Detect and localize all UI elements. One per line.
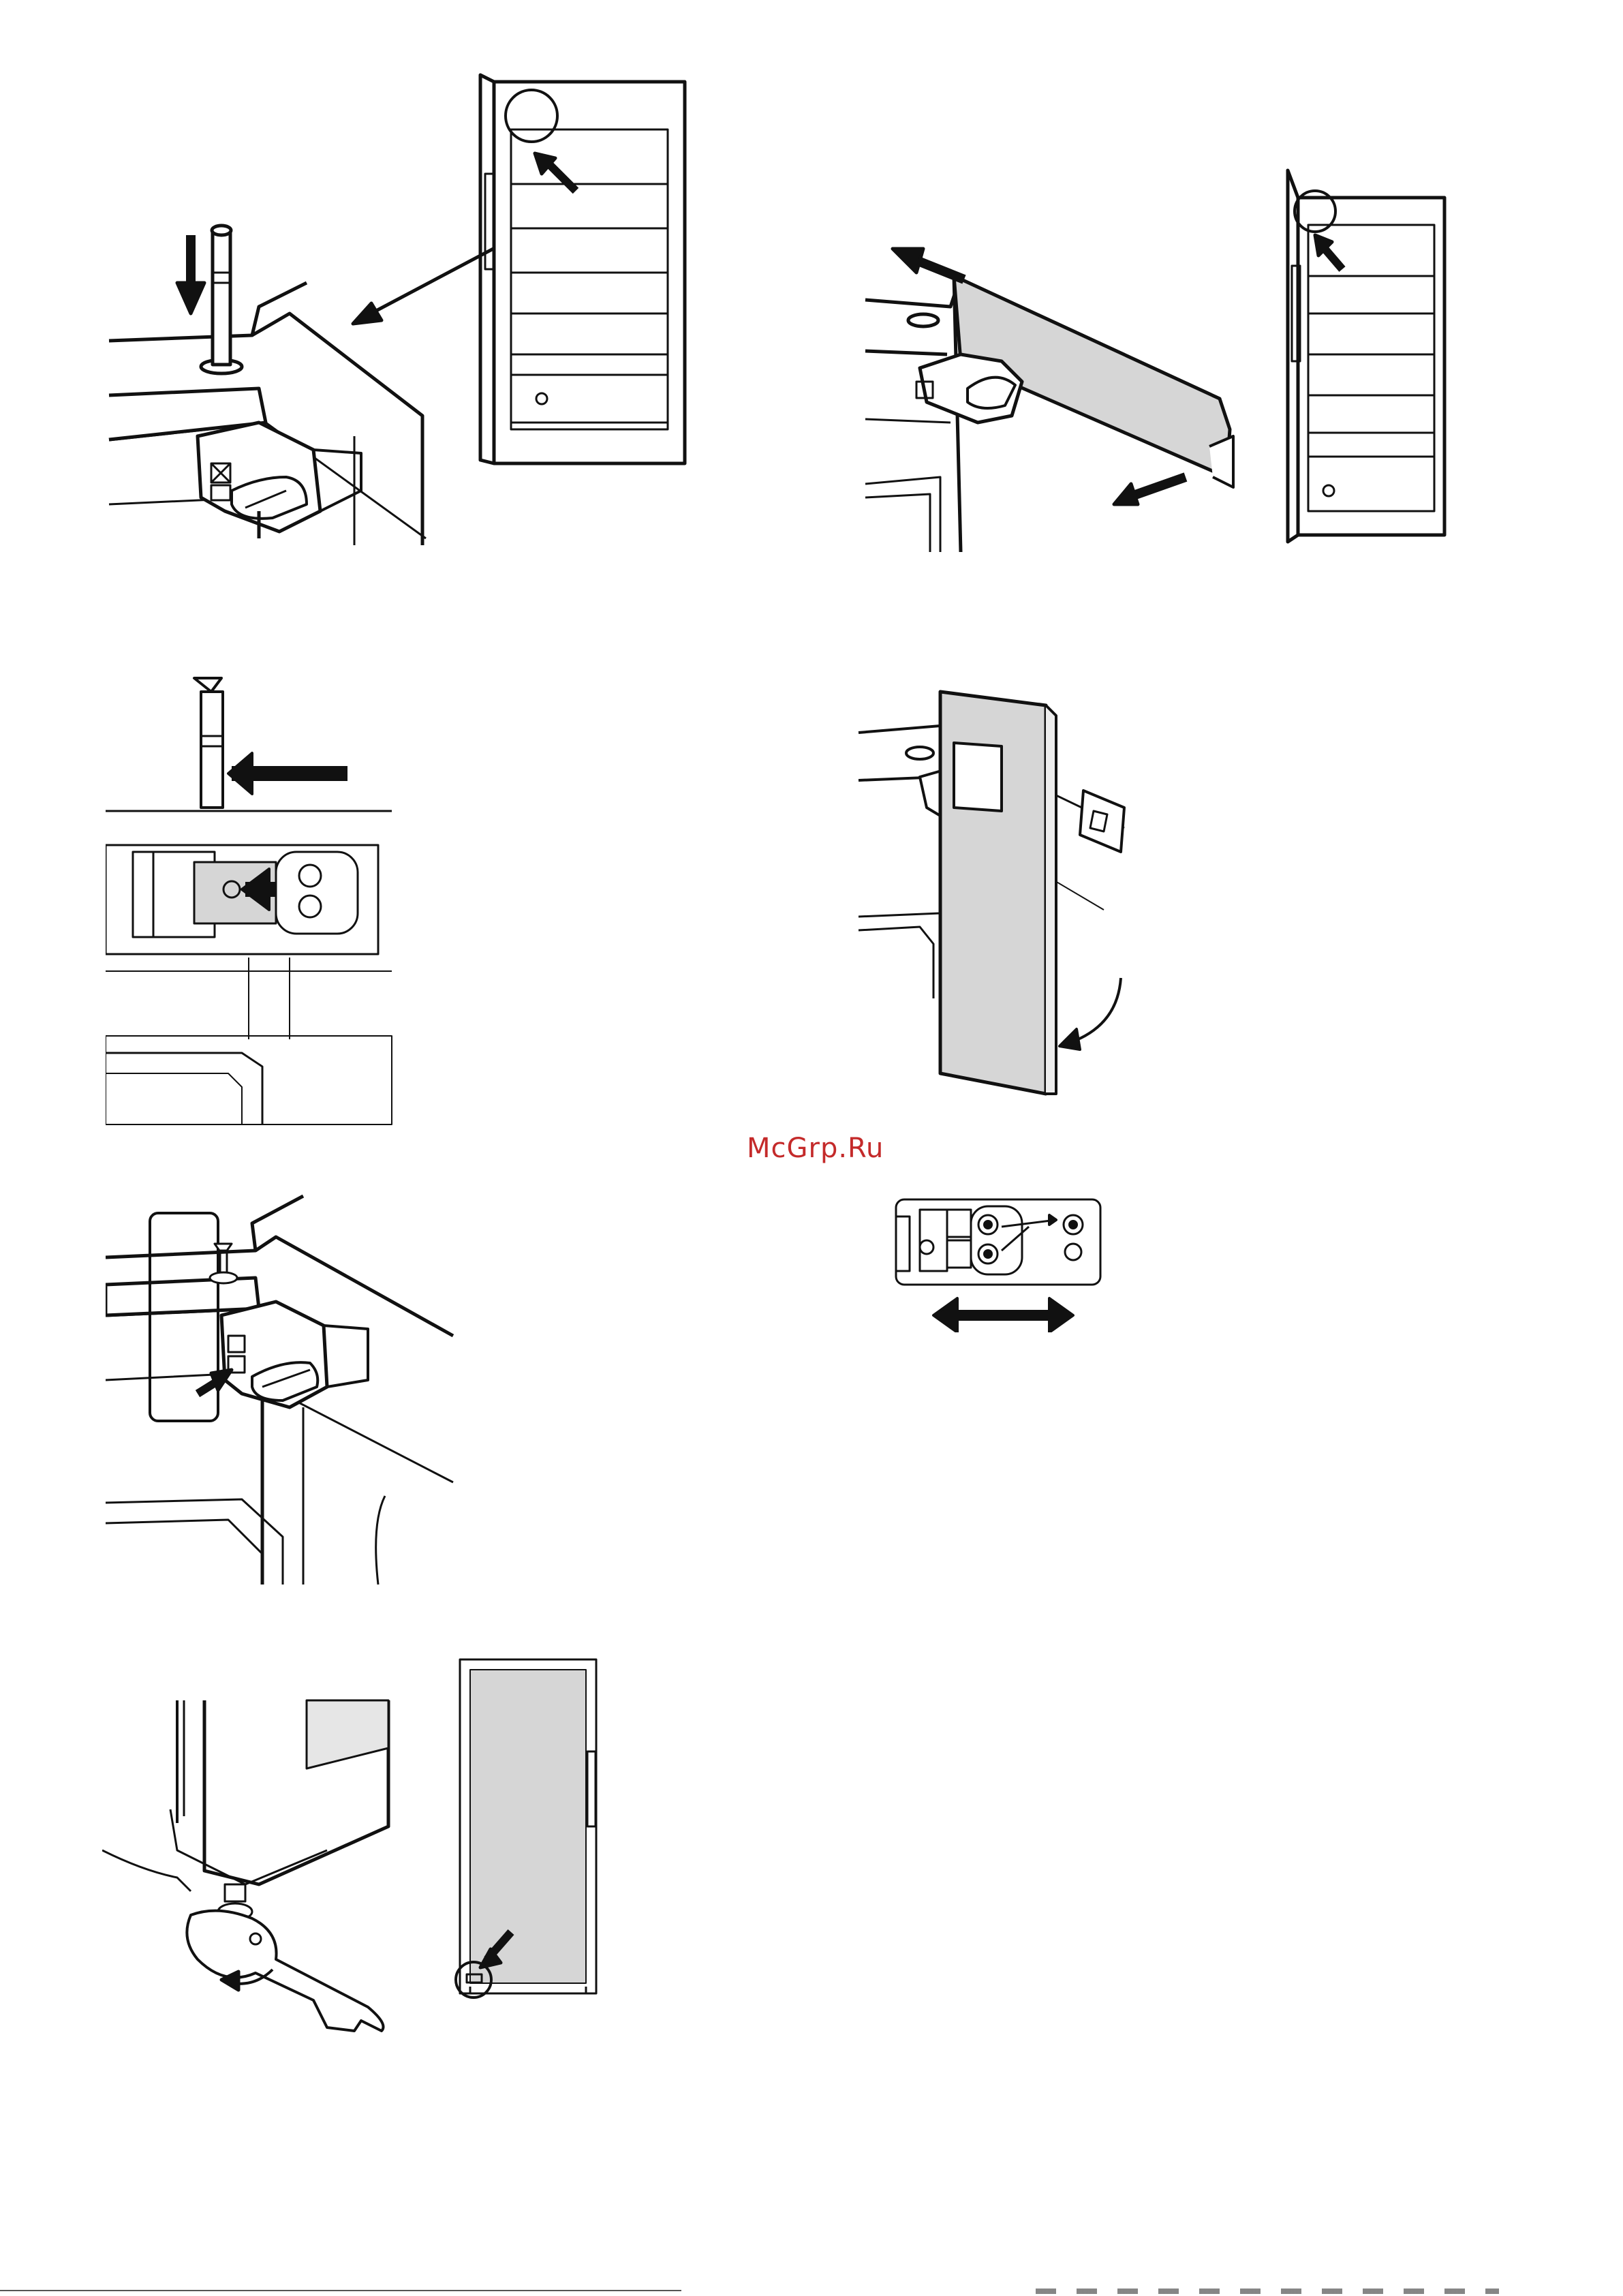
figure-hinge-pin-lock xyxy=(106,671,405,1135)
figure-hinge-pin-insert xyxy=(102,68,688,559)
figure-hinge-screw xyxy=(106,1182,460,1591)
figure-foot-adjust-wrench xyxy=(102,1646,620,2041)
footer-rule xyxy=(0,2290,681,2291)
figure-door-swing xyxy=(852,685,1151,1107)
figure-hinge-plate-adjust xyxy=(882,1189,1114,1332)
figure-hinge-cover-remove xyxy=(852,157,1465,559)
footer-crop-mark xyxy=(1036,2289,1499,2294)
watermark-text: McGrp.Ru xyxy=(747,1133,884,1164)
